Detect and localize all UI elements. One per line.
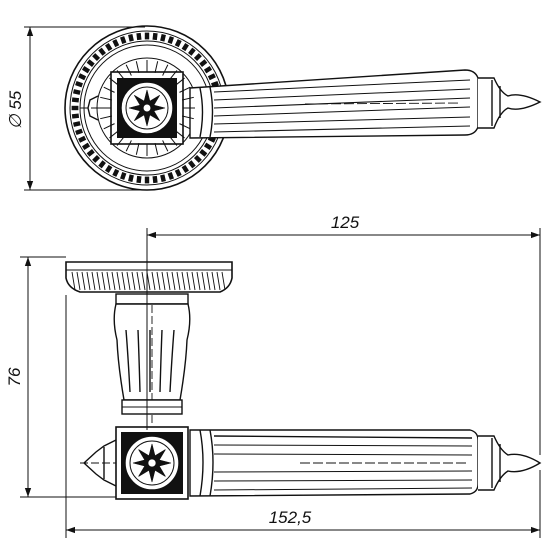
sun-rays (99, 60, 195, 156)
front-view (64, 25, 542, 191)
side-emblem (115, 426, 189, 500)
knurl-hatch (71, 271, 226, 291)
side-rosette (65, 261, 233, 293)
star-icon (128, 89, 166, 127)
dimension-lines (20, 26, 541, 538)
front-lever (80, 69, 542, 139)
stem (113, 293, 191, 425)
star-icon (132, 443, 172, 483)
dimension-lever-projection: 125 (331, 213, 360, 232)
side-view (65, 261, 542, 500)
front-emblem (110, 71, 184, 145)
side-lever (80, 429, 542, 497)
dimension-overall-length: 152,5 (269, 508, 312, 527)
dimension-total-height: 76 (5, 367, 24, 386)
dimension-rosette-diameter: ∅ 55 (6, 90, 25, 129)
